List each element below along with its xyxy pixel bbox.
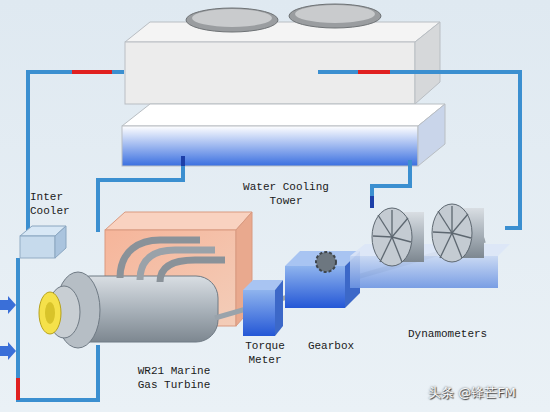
part-label: Inter Cooler bbox=[30, 190, 76, 218]
fan-blade bbox=[392, 237, 402, 262]
intake-bell bbox=[39, 292, 61, 334]
pipe-marker bbox=[181, 156, 185, 166]
pipe bbox=[28, 72, 124, 232]
hot-pipe-segment bbox=[72, 70, 112, 74]
gear-symbol bbox=[316, 252, 336, 272]
hot-pipe-segment bbox=[358, 70, 390, 74]
basin-side bbox=[418, 104, 445, 166]
air-inlet-arrow bbox=[0, 296, 16, 314]
fan-blade bbox=[452, 214, 468, 233]
intercooler bbox=[20, 226, 66, 258]
tower-top bbox=[125, 22, 440, 42]
fan-blade bbox=[392, 237, 411, 242]
fan-blade bbox=[391, 210, 392, 237]
dyno-face bbox=[372, 208, 412, 266]
fan-blade bbox=[452, 233, 462, 258]
pipe bbox=[318, 72, 520, 228]
intercooler-front bbox=[20, 236, 55, 258]
fan-blade bbox=[380, 237, 392, 262]
dynamometers bbox=[350, 204, 510, 288]
watermark: 头条 @锋芒FM bbox=[428, 386, 550, 400]
dyno-fan bbox=[373, 210, 411, 262]
fan-blade bbox=[440, 233, 452, 258]
pipe-marker bbox=[370, 196, 374, 208]
part-label: WR21 Marine Gas Turbine bbox=[128, 364, 220, 392]
fan-blade bbox=[451, 206, 452, 233]
intake-bell-core bbox=[45, 302, 55, 324]
part-label: Dynamometers bbox=[408, 327, 504, 341]
tower-front bbox=[125, 42, 415, 104]
gas-turbine bbox=[0, 212, 252, 360]
tower-fan bbox=[192, 9, 272, 27]
tower-fan bbox=[186, 8, 278, 32]
part-label: Torque Meter bbox=[238, 339, 292, 367]
dyno-face bbox=[432, 204, 472, 262]
basin-front bbox=[122, 126, 418, 166]
hot-pipe-segment bbox=[16, 378, 20, 400]
water-pipes bbox=[18, 72, 520, 400]
basin-top bbox=[122, 104, 445, 126]
cooling-tower bbox=[122, 4, 445, 166]
dyno-fan bbox=[433, 206, 471, 258]
fan-blade bbox=[452, 233, 471, 238]
fan-blade bbox=[392, 218, 408, 237]
torque-meter bbox=[243, 280, 283, 336]
torque-meter-side bbox=[275, 280, 283, 336]
air-inlet-arrow bbox=[0, 342, 16, 360]
fan-blade bbox=[378, 215, 392, 237]
casing-top bbox=[105, 212, 252, 230]
tower-fan bbox=[295, 5, 375, 23]
part-label: Gearbox bbox=[300, 339, 362, 353]
torque-meter-front bbox=[243, 290, 275, 336]
gearbox-front bbox=[285, 266, 345, 308]
tower-side bbox=[415, 22, 440, 104]
tower-fan bbox=[289, 4, 381, 28]
fan-blade bbox=[433, 232, 452, 233]
exhaust-duct bbox=[160, 260, 225, 282]
fan-blade bbox=[373, 236, 392, 237]
pipe bbox=[372, 160, 410, 208]
fan-blade bbox=[438, 211, 452, 233]
intercooler-side bbox=[55, 226, 66, 258]
gearbox bbox=[285, 251, 360, 308]
part-label: Water Cooling Tower bbox=[230, 180, 342, 208]
